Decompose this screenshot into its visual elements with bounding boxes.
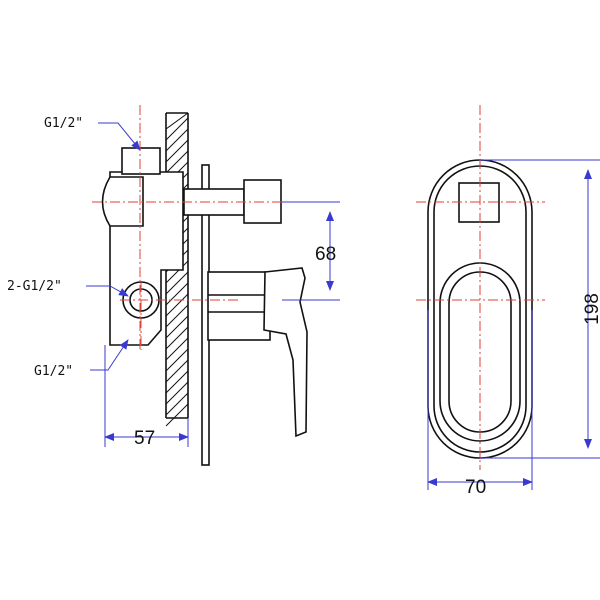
lever-handle (263, 267, 308, 438)
hatch-line (165, 337, 189, 361)
label-outlets: 2-G1/2" (7, 279, 62, 294)
label-inlet-top: G1/2" (44, 116, 83, 131)
lever-body (207, 271, 271, 341)
front-view: 70 198 (416, 105, 600, 498)
hatch-line (165, 282, 189, 306)
hatch-line (165, 326, 189, 350)
label-inlet-bottom: G1/2" (34, 364, 73, 379)
hatch-line (165, 381, 189, 405)
dim-outlet-spacing: 68 (315, 244, 336, 265)
hatch-line (165, 117, 189, 141)
hatch-line (165, 112, 189, 130)
hatch-line (165, 293, 189, 317)
hatch-line (165, 403, 189, 427)
dim-plate-width: 70 (465, 477, 486, 498)
side-view: G1/2" 2-G1/2" G1/2" 68 57 (7, 105, 340, 466)
hatch-line (165, 392, 189, 416)
hatch-line (165, 315, 189, 339)
dim-plate-height: 198 (582, 293, 600, 325)
dim-depth: 57 (134, 428, 155, 449)
hatch-line (165, 348, 189, 372)
top-inlet-stub (121, 147, 161, 175)
hatch-line (165, 359, 189, 383)
hatch-line (165, 150, 189, 174)
hatch-line (165, 271, 189, 295)
hatch-line (165, 304, 189, 328)
hatch-line (165, 128, 189, 152)
hatch-line (165, 260, 189, 284)
hatch-line (165, 370, 189, 394)
hatch-line (165, 139, 189, 163)
